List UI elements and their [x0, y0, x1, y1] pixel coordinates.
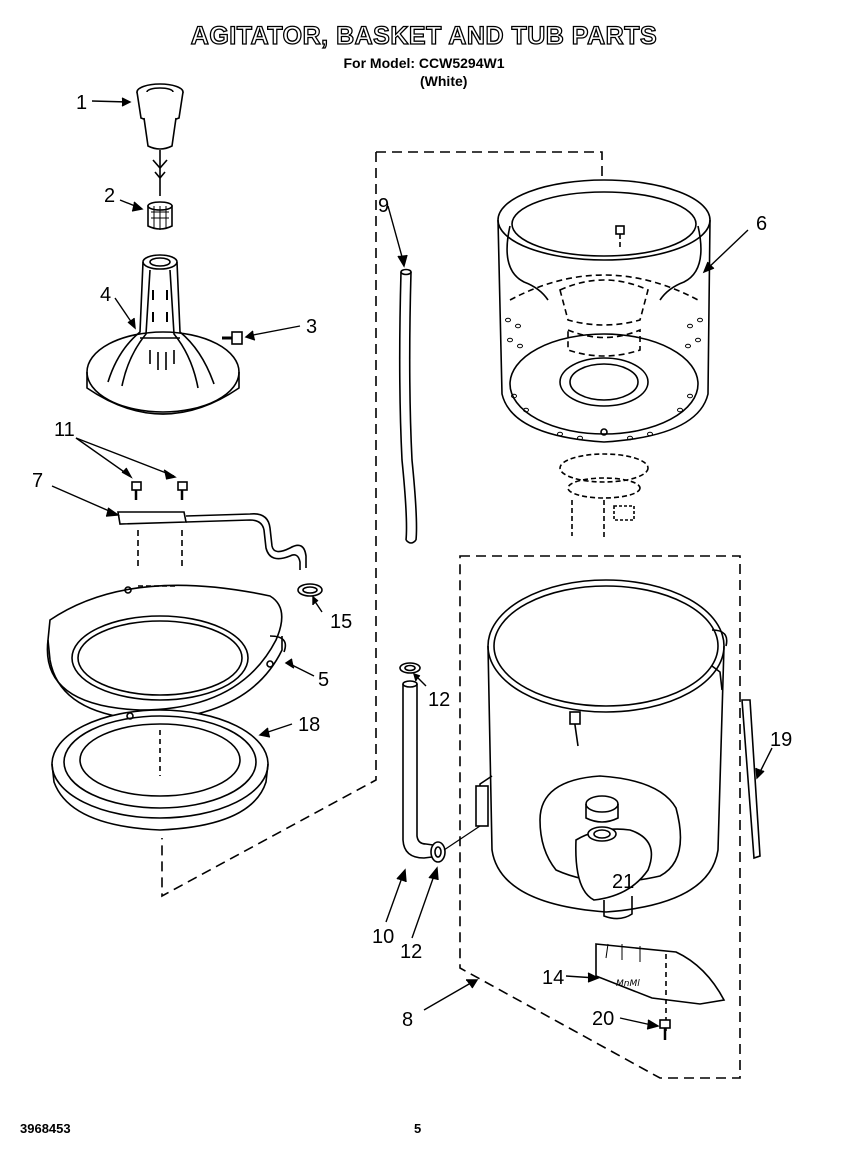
callout-12-top: 12	[428, 689, 450, 711]
callout-7: 7	[32, 470, 43, 492]
water-inlet-bracket	[117, 511, 307, 570]
bracket-screws	[131, 481, 188, 500]
agitator-dog	[147, 201, 173, 230]
pump-shield: MnMl	[595, 943, 726, 1032]
page-number: 5	[414, 1121, 422, 1136]
doc-number: 3968453	[20, 1121, 71, 1136]
model-label: For Model: CCW5294W1	[343, 55, 505, 71]
tub-ring	[46, 584, 287, 721]
callout-20: 20	[592, 1008, 614, 1030]
drain-hose	[402, 680, 441, 859]
callout-15: 15	[330, 611, 352, 633]
leader-lines	[51, 97, 773, 1030]
outer-tub	[475, 579, 728, 920]
callout-8: 8	[402, 1009, 413, 1031]
callout-18: 18	[298, 714, 320, 736]
callout-1: 1	[76, 92, 87, 114]
callout-21: 21	[612, 871, 634, 893]
color-label: (White)	[420, 73, 468, 89]
hose-clamp-12-bottom	[430, 841, 446, 863]
callout-10: 10	[372, 926, 394, 948]
callout-9: 9	[378, 195, 389, 217]
shield-screw	[659, 1019, 671, 1040]
wash-basket	[497, 179, 711, 443]
agitator-cap	[136, 83, 184, 196]
callout-5: 5	[318, 669, 329, 691]
svg-text:MnMl: MnMl	[616, 979, 640, 989]
basket-hub	[559, 226, 649, 540]
tub-strip	[741, 699, 761, 860]
callout-2: 2	[104, 185, 115, 207]
hose-9	[398, 268, 418, 544]
hose-clamp-12-top	[399, 662, 421, 674]
callout-6: 6	[756, 213, 767, 235]
callout-3: 3	[306, 316, 317, 338]
callout-12-bottom: 12	[400, 941, 422, 963]
tub-seal	[51, 709, 269, 831]
page-title: AGITATOR, BASKET AND TUB PARTS	[190, 21, 658, 50]
agitator-screw	[222, 331, 243, 345]
callout-14: 14	[542, 967, 564, 989]
hose-clamp-15	[297, 583, 323, 597]
callout-11: 11	[54, 419, 75, 441]
callout-4: 4	[100, 284, 111, 306]
agitator-base	[86, 254, 240, 415]
callout-19: 19	[770, 729, 792, 751]
